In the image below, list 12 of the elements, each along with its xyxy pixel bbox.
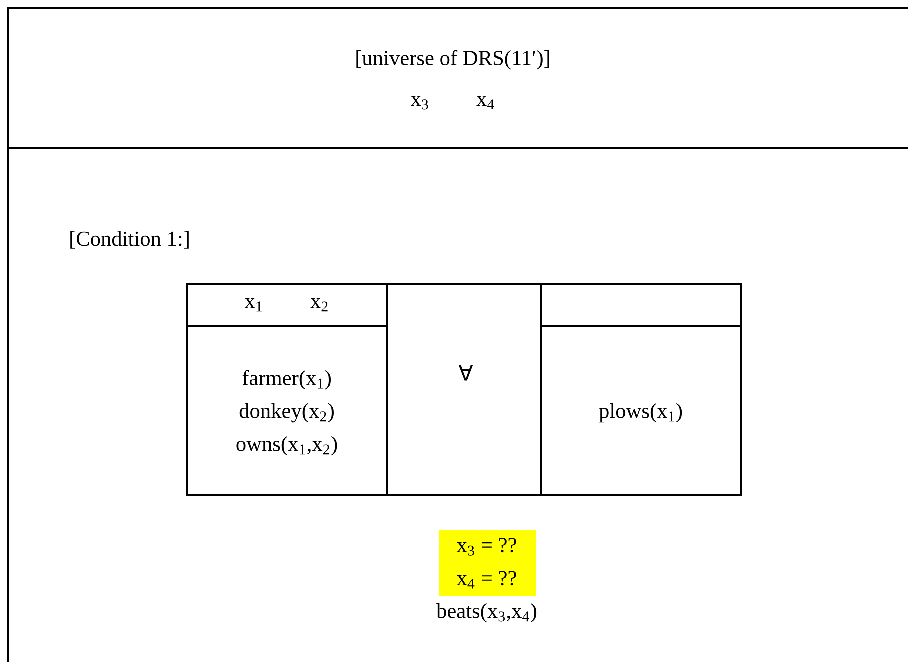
drs-box: plows(x$_{1}$) bbox=[540, 325, 742, 496]
empty-box bbox=[540, 283, 742, 327]
highlighted-condition: x$_{3}$ = ?? bbox=[439, 530, 536, 563]
drs-box: x$_{1}$ x$_{2}$ bbox=[186, 283, 388, 327]
highlighted-condition: x$_{4}$ = ?? bbox=[439, 563, 536, 596]
universe-box: [universe of DRS(11′)] x$_{3}$ x$_{4}$ bbox=[7, 7, 908, 149]
node-label: x$_{4}$ = ?? bbox=[456, 571, 516, 589]
drs-box: farmer(x$_{1}$) donkey(x$_{2}$) owns(x$_{1}$,x$_{2}$) bbox=[186, 325, 388, 496]
node-label: x$_{3}$ = ?? bbox=[456, 538, 516, 556]
condition-text: beats(x$_{3}$,x$_{4}$) bbox=[436, 603, 537, 623]
condition-box: [Condition 1:] bbox=[7, 148, 189, 662]
drs-box: ∀ bbox=[386, 283, 542, 496]
